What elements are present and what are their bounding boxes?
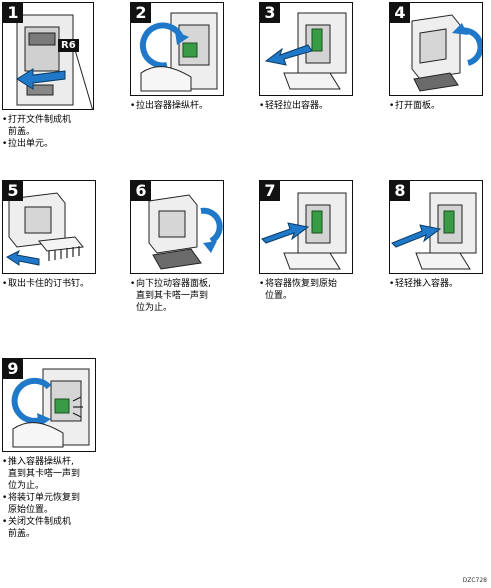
- step-number: 8: [390, 181, 410, 201]
- caption-text: 拉出容器操纵杆。: [136, 101, 209, 111]
- step-9: 9 •推入容器操纵杆, 直到其卡嗒一声到 位为止。 •将装订单元恢复到 原始位置…: [2, 358, 102, 540]
- r6-label: R6: [58, 39, 79, 52]
- caption-text: 关闭文件制成机 前盖。: [8, 517, 72, 539]
- step-number: 4: [390, 3, 410, 23]
- bullet: •: [2, 517, 8, 527]
- caption-text: 推入容器操纵杆, 直到其卡嗒一声到 位为止。: [8, 457, 81, 491]
- step-2-caption: •拉出容器操纵杆。: [130, 100, 230, 112]
- step-9-illustration: 9: [2, 358, 96, 452]
- step-6: 6 •向下拉动容器面板, 直到其卡嗒一声到 位为止。: [130, 180, 230, 314]
- step-4-caption: •打开面板。: [389, 100, 489, 112]
- step-number: 1: [3, 3, 23, 23]
- step-1-illustration: 1 R6: [2, 2, 94, 110]
- bullet: •: [2, 115, 8, 125]
- caption-text: 打开文件制成机 前盖。: [8, 115, 72, 137]
- caption-text: 轻轻拉出容器。: [265, 101, 329, 111]
- bullet: •: [389, 101, 395, 111]
- caption-text: 将装订单元恢复到 原始位置。: [8, 493, 81, 515]
- step-6-illustration: 6: [130, 180, 224, 274]
- step-number: 3: [260, 3, 280, 23]
- step-number: 2: [131, 3, 151, 23]
- bullet: •: [130, 101, 136, 111]
- bullet: •: [130, 279, 136, 289]
- bullet: •: [259, 279, 265, 289]
- step-number: 5: [3, 181, 23, 201]
- step-3-illustration: 3: [259, 2, 353, 96]
- step-3: 3 •轻轻拉出容器。: [259, 2, 359, 112]
- step-8-caption: •轻轻推入容器。: [389, 278, 489, 290]
- step-7-caption: •将容器恢复到原始 位置。: [259, 278, 359, 302]
- step-6-caption: •向下拉动容器面板, 直到其卡嗒一声到 位为止。: [130, 278, 230, 314]
- step-7: 7 •将容器恢复到原始 位置。: [259, 180, 359, 302]
- step-2-illustration: 2: [130, 2, 224, 96]
- bullet: •: [2, 279, 8, 289]
- step-7-illustration: 7: [259, 180, 353, 274]
- step-number: 9: [3, 359, 23, 379]
- bullet: •: [389, 279, 395, 289]
- bullet: •: [2, 457, 8, 467]
- step-number: 6: [131, 181, 151, 201]
- caption-text: 向下拉动容器面板, 直到其卡嗒一声到 位为止。: [136, 279, 211, 313]
- bullet: •: [259, 101, 265, 111]
- step-4: 4 •打开面板。: [389, 2, 489, 112]
- bullet: •: [2, 139, 8, 149]
- step-9-caption: •推入容器操纵杆, 直到其卡嗒一声到 位为止。 •将装订单元恢复到 原始位置。 …: [2, 456, 102, 540]
- step-5: 5 •取出卡住的订书钉。: [2, 180, 102, 290]
- step-5-illustration: 5: [2, 180, 96, 274]
- caption-text: 轻轻推入容器。: [395, 279, 459, 289]
- step-2: 2 •拉出容器操纵杆。: [130, 2, 230, 112]
- caption-text: 拉出单元。: [8, 139, 54, 149]
- step-8-illustration: 8: [389, 180, 483, 274]
- document-code: DZC728: [462, 577, 487, 584]
- step-1: 1 R6 •打开文件制成机 前盖。 •拉出单元。: [2, 2, 114, 150]
- caption-text: 打开面板。: [395, 101, 441, 111]
- caption-text: 将容器恢复到原始 位置。: [265, 279, 338, 301]
- step-5-caption: •取出卡住的订书钉。: [2, 278, 102, 290]
- caption-text: 取出卡住的订书钉。: [8, 279, 90, 289]
- step-number: 7: [260, 181, 280, 201]
- step-8: 8 •轻轻推入容器。: [389, 180, 489, 290]
- step-3-caption: •轻轻拉出容器。: [259, 100, 359, 112]
- bullet: •: [2, 493, 8, 503]
- step-4-illustration: 4: [389, 2, 483, 96]
- step-1-caption: •打开文件制成机 前盖。 •拉出单元。: [2, 114, 114, 150]
